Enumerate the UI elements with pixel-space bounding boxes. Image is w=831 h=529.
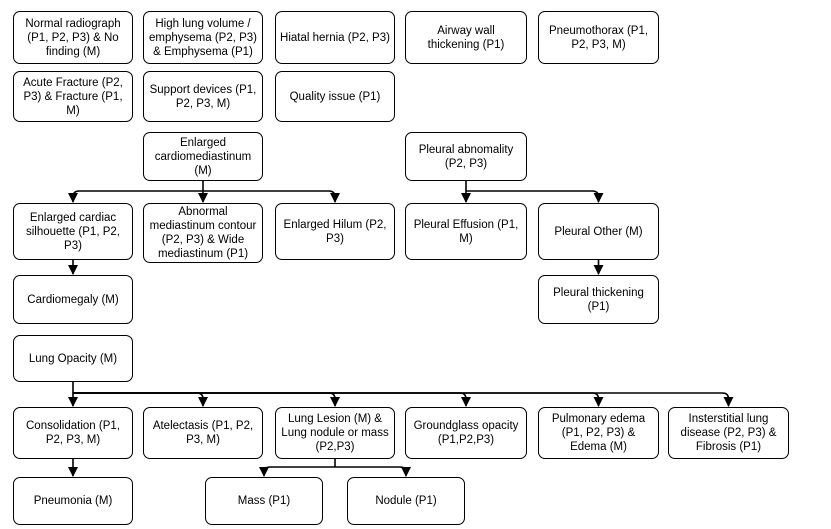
node-enlarged-cardiac-silhouette: Enlarged cardiac silhouette (P1, P2, P3) [13, 203, 133, 260]
edge-arrow-enlarged_cm-to-enlarged_hilum [203, 190, 340, 203]
edge-arrow-lung_opacity-to-lung_lesion [73, 392, 340, 407]
node-pneumonia: Pneumonia (M) [13, 477, 133, 525]
edge-group-pleural_abn [461, 181, 604, 203]
edge-group-lung_lesion [259, 459, 411, 477]
node-hiatal-hernia: Hiatal hernia (P2, P3) [275, 11, 395, 64]
node-cardiomegaly: Cardiomegaly (M) [13, 275, 133, 324]
edge-group-lung_opacity [68, 382, 734, 407]
edge-arrow-lung_lesion-to-mass [259, 466, 335, 477]
node-interstitial-lung-disease: Insterstitial lung disease (P2, P3) & Fi… [668, 407, 789, 459]
node-pulmonary-edema: Pulmonary edema (P1, P2, P3) & Edema (M) [538, 407, 659, 459]
node-abnormal-mediastinum-contour: Abnormal mediastinum contour (P2, P3) & … [143, 203, 263, 263]
node-fracture: Acute Fracture (P2, P3) & Fracture (P1, … [13, 71, 133, 122]
edge-arrow-pleural_abn-to-pleural_other [466, 190, 604, 203]
node-normal-radiograph: Normal radiograph (P1, P2, P3) & No find… [13, 11, 133, 64]
node-pleural-other: Pleural Other (M) [538, 203, 659, 260]
node-pleural-abnormality: Pleural abnomality (P2, P3) [405, 132, 527, 181]
node-high-lung-volume: High lung volume / emphysema (P2, P3) & … [143, 11, 263, 64]
node-quality-issue: Quality issue (P1) [275, 71, 395, 122]
edge-arrow-lung_opacity-to-groundglass [73, 392, 471, 407]
edge-arrow-lung_lesion-to-nodule [335, 466, 411, 477]
node-groundglass-opacity: Groundglass opacity (P1,P2,P3) [405, 407, 527, 459]
edge-arrow-lung_opacity-to-interstitial [73, 392, 734, 407]
node-enlarged-cardiomediastinum: Enlarged cardiomediastinum (M) [143, 132, 263, 181]
node-pleural-thickening: Pleural thickening (P1) [538, 275, 659, 324]
edge-arrow-enlarged_cm-to-enlarged_cs [68, 190, 203, 203]
node-nodule: Nodule (P1) [347, 477, 465, 525]
node-lung-lesion: Lung Lesion (M) & Lung nodule or mass (P… [275, 407, 395, 459]
node-mass: Mass (P1) [205, 477, 323, 525]
node-pleural-effusion: Pleural Effusion (P1, M) [405, 203, 527, 260]
node-support-devices: Support devices (P1, P2, P3, M) [143, 71, 263, 122]
node-atelectasis: Atelectasis (P1, P2, P3, M) [143, 407, 263, 459]
edge-group-enlarged_cm [68, 181, 340, 203]
edge-arrow-lung_opacity-to-atelectasis [73, 392, 208, 407]
node-pneumothorax: Pneumothorax (P1, P2, P3, M) [538, 11, 659, 64]
node-consolidation: Consolidation (P1, P2, P3, M) [13, 407, 133, 459]
node-lung-opacity: Lung Opacity (M) [13, 335, 133, 382]
node-airway-wall-thickening: Airway wall thickening (P1) [405, 11, 527, 64]
node-enlarged-hilum: Enlarged Hilum (P2, P3) [275, 203, 395, 260]
